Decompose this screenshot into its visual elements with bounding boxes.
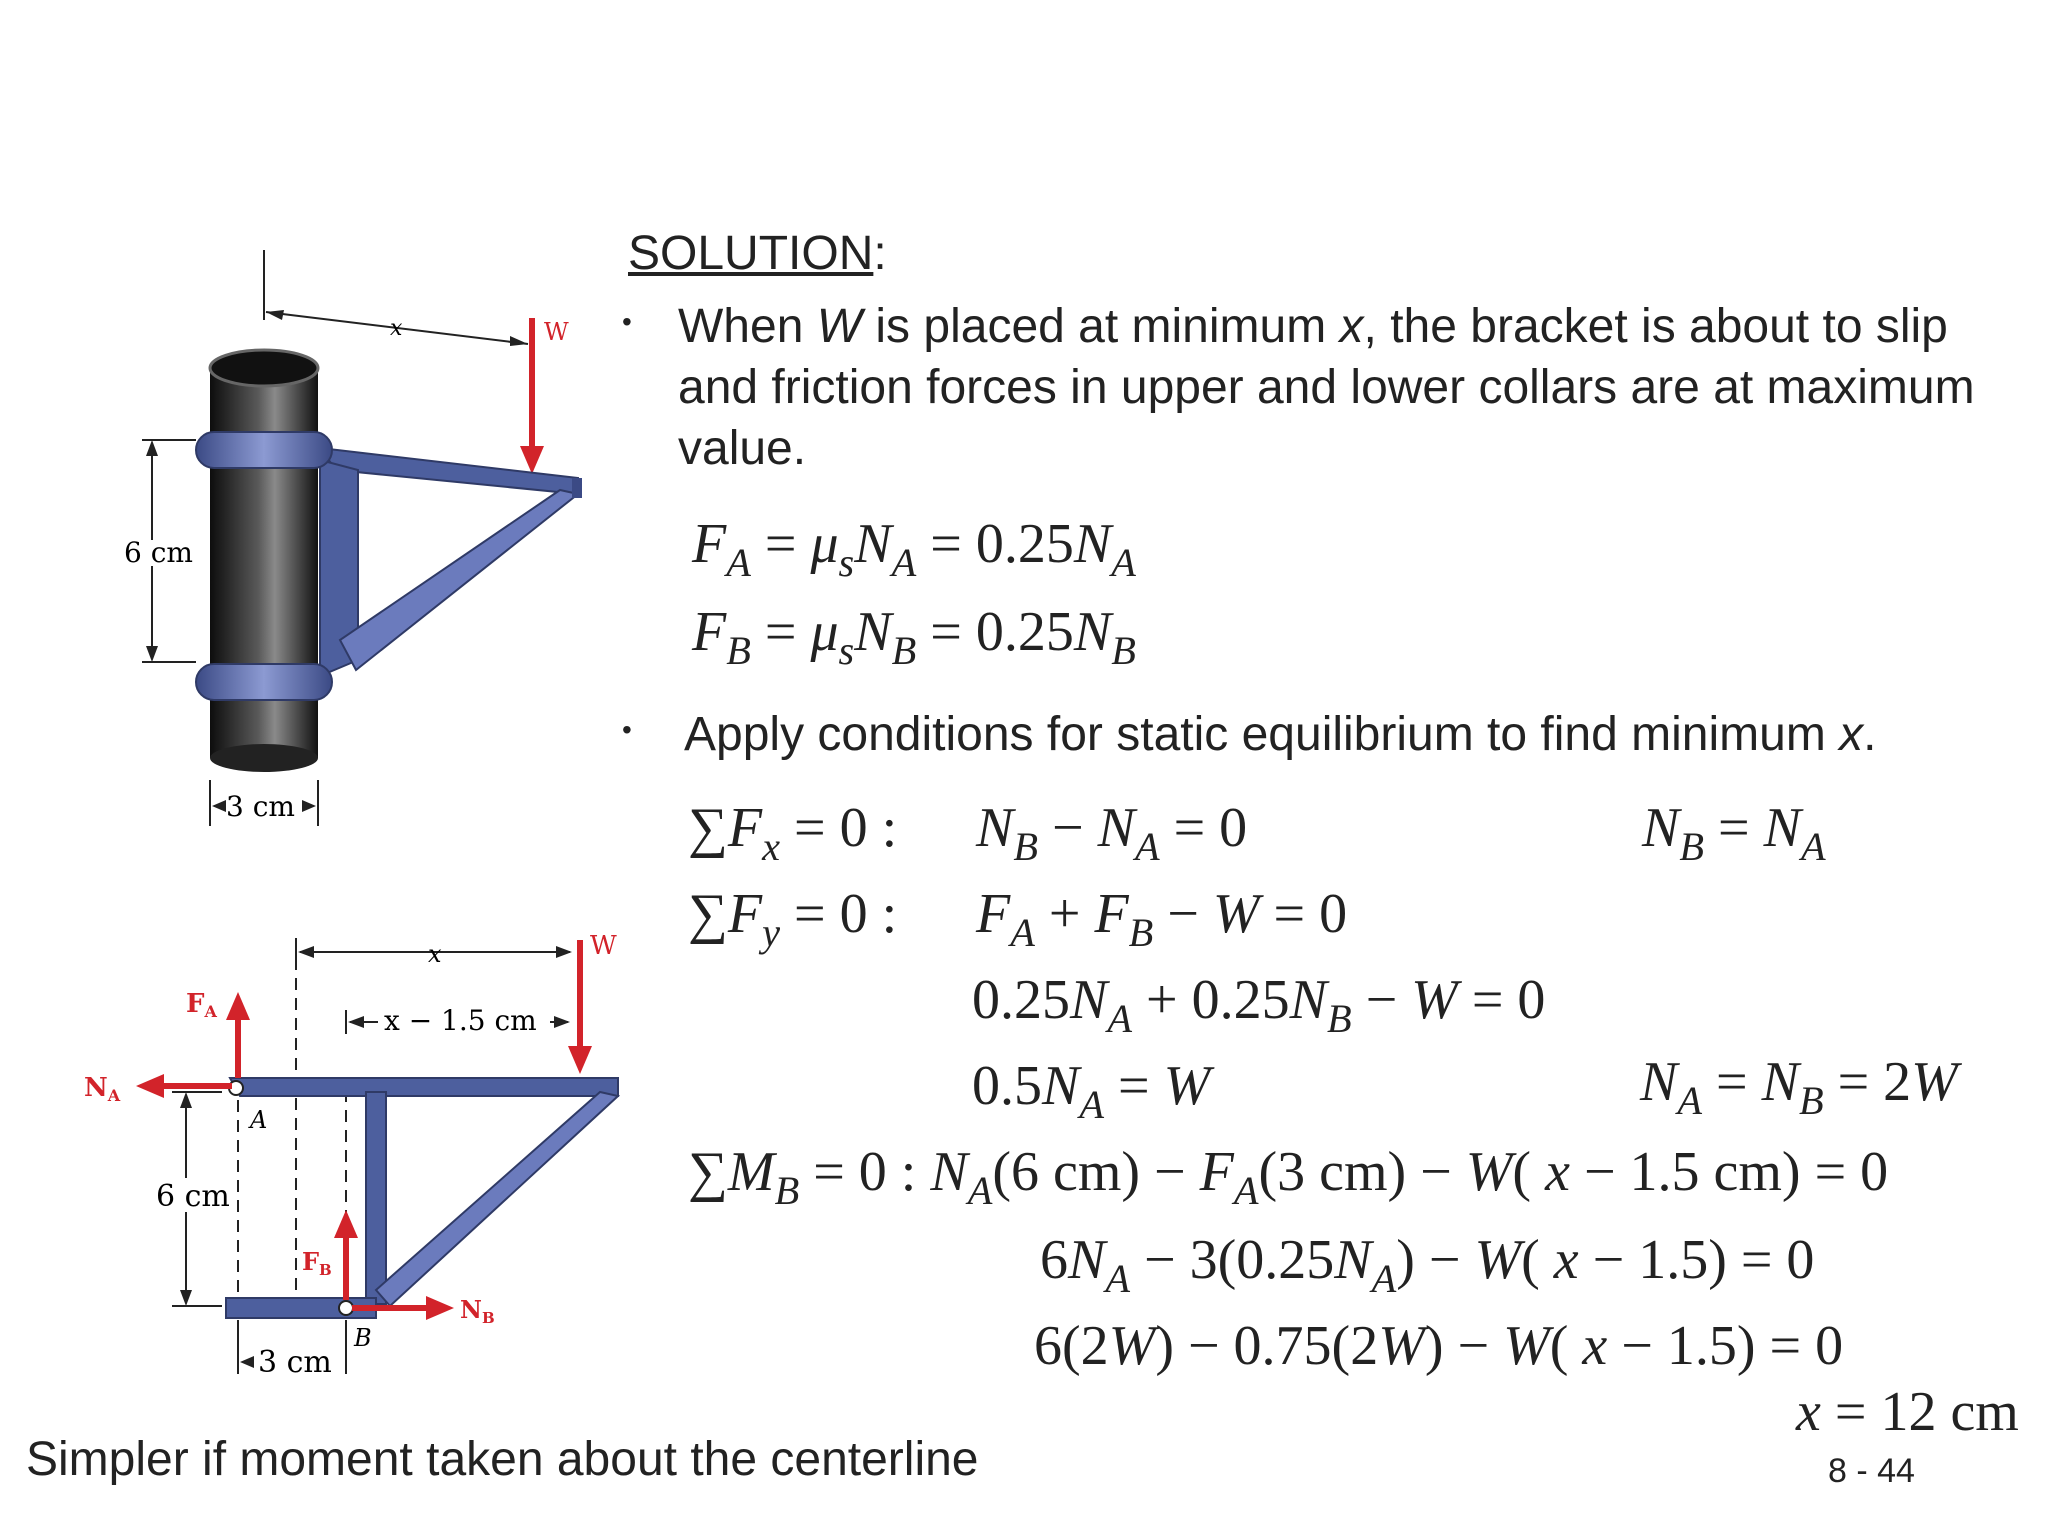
- sum-fy-equation: FA + FB − W = 0: [976, 883, 1348, 956]
- sum-fx-equation: NB − NA = 0: [976, 797, 1248, 870]
- point-b-label: B: [353, 1324, 372, 1352]
- bullet-dot-2: •: [622, 714, 632, 745]
- bullet-2-text: Apply conditions for static equilibrium …: [684, 708, 1877, 761]
- equation-line-3: 0.25NA + 0.25NB − W = 0: [972, 969, 1546, 1042]
- bracket-figures: x W 6 cm 3 cm: [84, 250, 621, 1380]
- lower-collar: [195, 663, 333, 701]
- equation-line-6: 6NA − 3(0.25NA) − W( x − 1.5) = 0: [1040, 1229, 1815, 1302]
- fa-label: FA: [186, 989, 217, 1021]
- bottom-height-label: 6 cm: [156, 1179, 230, 1214]
- friction-eq-b: FB = μsNB = 0.25NB: [692, 601, 1136, 674]
- top-width-label: 3 cm: [226, 790, 295, 823]
- upper-collar: [195, 431, 333, 469]
- top-height-label: 6 cm: [124, 536, 193, 569]
- solution-heading: SOLUTION:: [628, 227, 887, 280]
- bottom-figure: x W x − 1.5 cm FA NA A FB NB: [84, 931, 621, 1380]
- equation-line-7: 6(2W) − 0.75(2W) − W( x − 1.5) = 0: [1034, 1315, 1844, 1377]
- slide-number: 8 - 44: [1828, 1452, 1915, 1490]
- bottom-width-label: 3 cm: [258, 1345, 332, 1380]
- bottom-w-label: W: [590, 931, 617, 961]
- bullet-dot-1: •: [622, 306, 632, 337]
- na-label: NA: [84, 1073, 121, 1105]
- equation-line-4-result: NA = NB = 2W: [1640, 1051, 1958, 1124]
- sum-fx-result: NB = NA: [1642, 797, 1826, 870]
- bottom-x-label: x: [428, 940, 442, 968]
- bottom-offset-label: x − 1.5 cm: [384, 1004, 537, 1037]
- equation-line-4: 0.5NA = W: [972, 1055, 1211, 1128]
- sum-mb-equation: ∑MB = 0 : NA(6 cm) − FA(3 cm) − W( x − 1…: [688, 1141, 1889, 1214]
- nb-label: NB: [460, 1295, 495, 1327]
- fb-label: FB: [302, 1247, 332, 1279]
- top-figure: x W 6 cm 3 cm: [124, 250, 582, 826]
- bullet-1-text: When W is placed at minimum x, the brack…: [678, 300, 1975, 475]
- footer-note: Simpler if moment taken about the center…: [26, 1433, 979, 1486]
- friction-eq-a: FA = μsNA = 0.25NA: [692, 513, 1136, 586]
- sum-fy-label: ∑Fy = 0 :: [688, 883, 898, 956]
- result-equation: x = 12 cm: [1796, 1381, 2019, 1443]
- top-x-label: x: [390, 316, 403, 341]
- sum-fx-label: ∑Fx = 0 :: [688, 797, 898, 870]
- point-a-label: A: [248, 1106, 267, 1134]
- top-w-label: W: [544, 318, 569, 346]
